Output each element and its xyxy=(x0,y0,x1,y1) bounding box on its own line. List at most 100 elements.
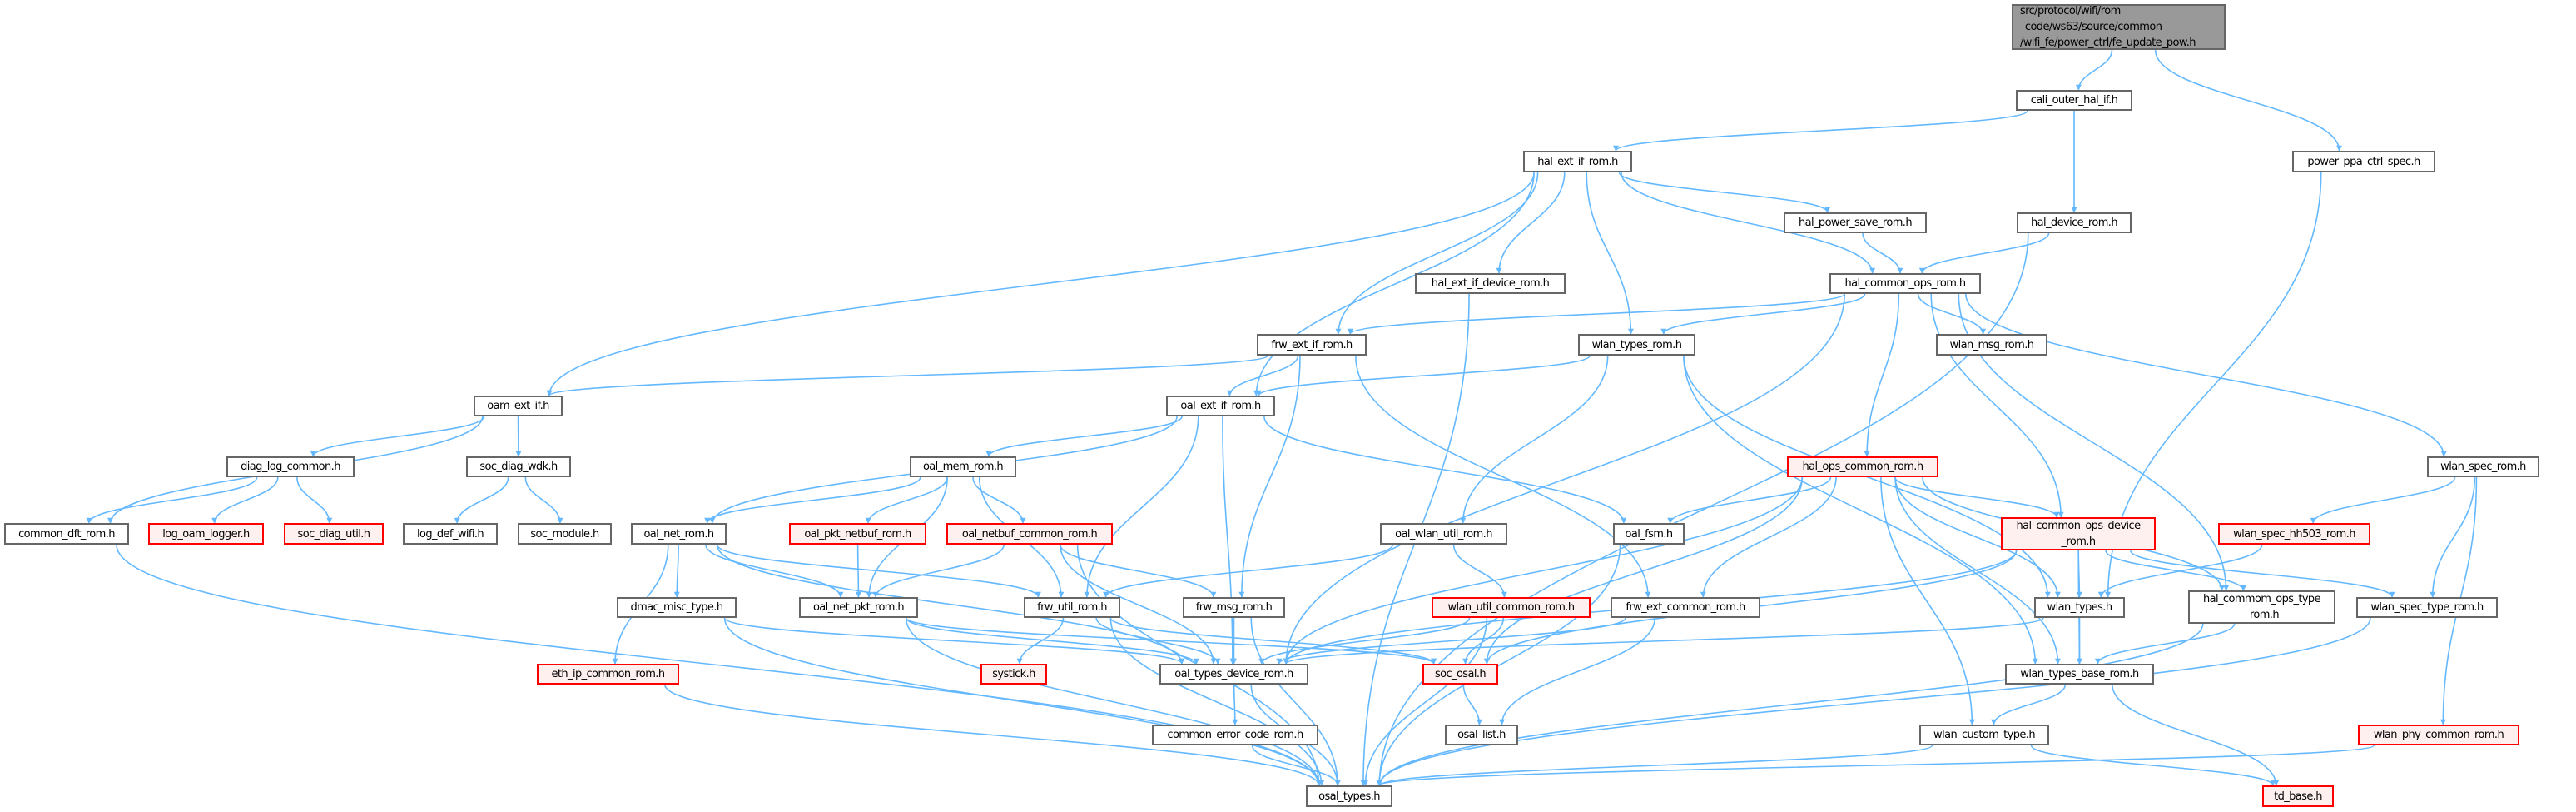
edge-oal-ext-if-rom-h-to-oal-mem-rom-h xyxy=(985,416,1183,457)
file-node-osal-types-h[interactable]: osal_types.h xyxy=(1306,785,1392,807)
file-node-oal-netbuf-common-rom-h[interactable]: oal_netbuf_common_rom.h xyxy=(946,523,1113,545)
file-node-hal-ops-common-rom-h[interactable]: hal_ops_common_rom.h xyxy=(1787,456,1938,477)
edge-oal-net-rom-h-to-oal-net-pkt-rom-h xyxy=(705,544,844,598)
file-node-frw-msg-rom-h[interactable]: frw_msg_rom.h xyxy=(1183,597,1285,618)
file-node-frw-util-rom-h[interactable]: frw_util_rom.h xyxy=(1024,597,1120,618)
file-node-hal-common-ops-device-rom-h[interactable]: hal_common_ops_device _rom.h xyxy=(2001,517,2156,550)
file-node-td-base-h[interactable]: td_base.h xyxy=(2262,785,2334,807)
file-node-log-oam-logger-h[interactable]: log_oam_logger.h xyxy=(148,523,264,545)
edge-hal-commom-ops-type-rom-h-to-wlan-types-base-rom-h xyxy=(2094,623,2236,665)
edge-dmac-misc-type-h-to-oal-types-device-rom-h xyxy=(723,617,1185,665)
edge-hal-ext-if-rom-h-to-oal-ext-if-rom-h xyxy=(1253,172,1535,396)
edge-frw-util-rom-h-to-oal-types-device-rom-h xyxy=(1095,617,1221,665)
file-node-power-ppa-ctrl-spec-h[interactable]: power_ppa_ctrl_spec.h xyxy=(2292,151,2435,172)
edge-soc-diag-wdk-h-to-soc-module-h xyxy=(524,476,563,524)
edge-frw-util-rom-h-to-soc-osal-h xyxy=(1109,617,1437,665)
edge-frw-ext-common-rom-h-to-osal-list-h xyxy=(1499,617,1656,725)
edge-src-protocol-wifi-rom-code-ws63-source-common-wifi-fe-power-ctrl-fe-update-pow-h-to-cali-outer-hal-if-h xyxy=(2075,49,2113,91)
edge-oal-mem-rom-h-to-oal-pkt-netbuf-rom-h xyxy=(865,476,948,524)
file-node-hal-commom-ops-type-rom-h[interactable]: hal_commom_ops_type _rom.h xyxy=(2188,590,2335,624)
file-node-oal-net-pkt-rom-h[interactable]: oal_net_pkt_rom.h xyxy=(799,597,918,618)
edge-diag-log-common-h-to-common-dft-rom-h xyxy=(86,476,258,524)
edge-oal-netbuf-common-rom-h-to-oal-types-device-rom-h xyxy=(1060,544,1217,665)
edge-hal-common-ops-rom-h-to-wlan-types-rom-h xyxy=(1660,293,1866,335)
edge-hal-device-rom-h-to-osal-types-h xyxy=(1376,232,2029,786)
file-node-hal-common-ops-rom-h[interactable]: hal_common_ops_rom.h xyxy=(1829,273,1981,294)
edge-frw-msg-rom-h-to-osal-types-h xyxy=(1250,617,1341,786)
file-node-wlan-types-base-rom-h[interactable]: wlan_types_base_rom.h xyxy=(2005,664,2154,685)
file-node-oal-net-rom-h[interactable]: oal_net_rom.h xyxy=(631,523,727,545)
edge-wlan-util-common-rom-h-to-oal-types-device-rom-h xyxy=(1258,617,1471,665)
file-node-soc-osal-h[interactable]: soc_osal.h xyxy=(1422,664,1498,685)
edge-diag-log-common-h-to-log-oam-logger-h xyxy=(211,476,279,524)
file-node-osal-list-h[interactable]: osal_list.h xyxy=(1445,725,1518,745)
edge-hal-common-ops-rom-h-to-frw-ext-if-rom-h xyxy=(1347,293,1845,335)
edge-oal-pkt-netbuf-rom-h-to-oal-net-pkt-rom-h xyxy=(855,544,861,598)
edge-hal-common-ops-device-rom-h-to-wlan-spec-type-rom-h xyxy=(2130,550,2395,598)
file-node-frw-ext-if-rom-h[interactable]: frw_ext_if_rom.h xyxy=(1257,334,1367,356)
edge-oal-ext-if-rom-h-to-oal-fsm-h xyxy=(1263,416,1627,524)
edge-oal-net-pkt-rom-h-to-osal-types-h xyxy=(905,617,1323,786)
edge-frw-ext-common-rom-h-to-oal-types-device-rom-h xyxy=(1276,617,1626,665)
edge-hal-ops-common-rom-h-to-hal-common-ops-device-rom-h xyxy=(1894,476,2060,518)
edge-hal-common-ops-rom-h-to-hal-ops-common-rom-h xyxy=(1864,293,1900,457)
file-node-oal-wlan-util-rom-h[interactable]: oal_wlan_util_rom.h xyxy=(1380,523,1507,545)
file-node-common-dft-rom-h[interactable]: common_dft_rom.h xyxy=(4,523,129,545)
edge-hal-ext-if-rom-h-to-wlan-types-rom-h xyxy=(1586,172,1634,335)
file-node-wlan-spec-type-rom-h[interactable]: wlan_spec_type_rom.h xyxy=(2356,597,2498,618)
file-node-common-error-code-rom-h[interactable]: common_error_code_rom.h xyxy=(1152,725,1318,745)
edge-oal-net-rom-h-to-oal-types-device-rom-h xyxy=(716,544,1185,665)
file-node-oal-ext-if-rom-h[interactable]: oal_ext_if_rom.h xyxy=(1166,396,1275,416)
file-node-hal-power-save-rom-h[interactable]: hal_power_save_rom.h xyxy=(1784,212,1927,233)
file-node-log-def-wifi-h[interactable]: log_def_wifi.h xyxy=(403,523,498,545)
file-node-oam-ext-if-h[interactable]: oam_ext_if.h xyxy=(474,396,563,416)
file-node-wlan-phy-common-rom-h[interactable]: wlan_phy_common_rom.h xyxy=(2358,725,2519,745)
edge-hal-ext-if-rom-h-to-frw-ext-if-rom-h xyxy=(1335,172,1539,335)
file-node-systick-h[interactable]: systick.h xyxy=(980,664,1047,685)
file-node-oal-pkt-netbuf-rom-h[interactable]: oal_pkt_netbuf_rom.h xyxy=(789,523,926,545)
edge-wlan-types-rom-h-to-oal-ext-if-rom-h xyxy=(1255,355,1591,396)
file-node-hal-ext-if-rom-h[interactable]: hal_ext_if_rom.h xyxy=(1523,151,1632,172)
file-node-hal-device-rom-h[interactable]: hal_device_rom.h xyxy=(2017,212,2132,233)
edge-dmac-misc-type-h-to-osal-types-h xyxy=(723,617,1323,786)
edge-eth-ip-common-rom-h-to-osal-types-h xyxy=(664,684,1323,786)
file-node-frw-ext-common-rom-h[interactable]: frw_ext_common_rom.h xyxy=(1611,597,1760,618)
file-node-wlan-types-h[interactable]: wlan_types.h xyxy=(2034,597,2125,618)
file-node-soc-diag-wdk-h[interactable]: soc_diag_wdk.h xyxy=(466,456,571,477)
file-node-diag-log-common-h[interactable]: diag_log_common.h xyxy=(226,456,355,477)
edge-oal-mem-rom-h-to-oal-net-rom-h xyxy=(704,476,921,524)
edge-wlan-spec-rom-h-to-wlan-spec-hh503-rom-h xyxy=(2310,476,2456,524)
edge-wlan-types-rom-h-to-wlan-types-base-rom-h xyxy=(1683,355,2038,665)
edge-oal-net-pkt-rom-h-to-soc-osal-h xyxy=(905,617,1437,665)
edge-hal-ops-common-rom-h-to-wlan-types-h xyxy=(1894,476,2061,598)
file-node-wlan-types-rom-h[interactable]: wlan_types_rom.h xyxy=(1578,334,1695,356)
file-node-soc-diag-util-h[interactable]: soc_diag_util.h xyxy=(284,523,384,545)
edge-hal-common-ops-rom-h-to-oal-types-device-rom-h xyxy=(1283,293,1845,665)
edge-oal-ext-if-rom-h-to-oal-types-device-rom-h xyxy=(1222,416,1236,665)
edge-hal-power-save-rom-h-to-hal-common-ops-rom-h xyxy=(1862,232,1903,274)
edge-frw-ext-if-rom-h-to-oam-ext-if-h xyxy=(546,355,1268,396)
file-node-wlan-spec-hh503-rom-h[interactable]: wlan_spec_hh503_rom.h xyxy=(2218,523,2370,545)
file-node-eth-ip-common-rom-h[interactable]: eth_ip_common_rom.h xyxy=(537,664,679,685)
edge-soc-diag-wdk-h-to-log-def-wifi-h xyxy=(454,476,509,524)
file-node-cali-outer-hal-if-h[interactable]: cali_outer_hal_if.h xyxy=(2016,90,2132,111)
file-node-soc-module-h[interactable]: soc_module.h xyxy=(518,523,612,545)
file-node-dmac-misc-type-h[interactable]: dmac_misc_type.h xyxy=(617,597,737,618)
edge-common-dft-rom-h-to-osal-types-h xyxy=(116,544,1323,786)
file-node-oal-types-device-rom-h[interactable]: oal_types_device_rom.h xyxy=(1159,664,1308,685)
file-node-oal-fsm-h[interactable]: oal_fsm.h xyxy=(1613,523,1685,545)
file-node-hal-ext-if-device-rom-h[interactable]: hal_ext_if_device_rom.h xyxy=(1415,273,1566,294)
edge-hal-ext-if-rom-h-to-oam-ext-if-h xyxy=(546,172,1535,396)
file-node-wlan-util-common-rom-h[interactable]: wlan_util_common_rom.h xyxy=(1432,597,1591,618)
edge-cali-outer-hal-if-h-to-hal-ext-if-rom-h xyxy=(1612,110,2028,152)
edge-wlan-spec-hh503-rom-h-to-wlan-types-h xyxy=(2097,544,2263,598)
edge-wlan-custom-type-h-to-td-base-h xyxy=(2030,745,2276,786)
file-node-wlan-msg-rom-h[interactable]: wlan_msg_rom.h xyxy=(1936,334,2047,356)
file-node-oal-mem-rom-h[interactable]: oal_mem_rom.h xyxy=(910,456,1016,477)
edge-frw-util-rom-h-to-osal-types-h xyxy=(1109,617,1325,786)
edge-hal-common-ops-rom-h-to-wlan-msg-rom-h xyxy=(1917,293,1987,335)
edge-hal-ops-common-rom-h-to-frw-ext-common-rom-h xyxy=(1700,476,1837,598)
root-file-node: src/protocol/wifi/rom _code/ws63/source/… xyxy=(2012,4,2226,50)
file-node-wlan-spec-rom-h[interactable]: wlan_spec_rom.h xyxy=(2427,456,2539,477)
file-node-wlan-custom-type-h[interactable]: wlan_custom_type.h xyxy=(1919,725,2049,745)
